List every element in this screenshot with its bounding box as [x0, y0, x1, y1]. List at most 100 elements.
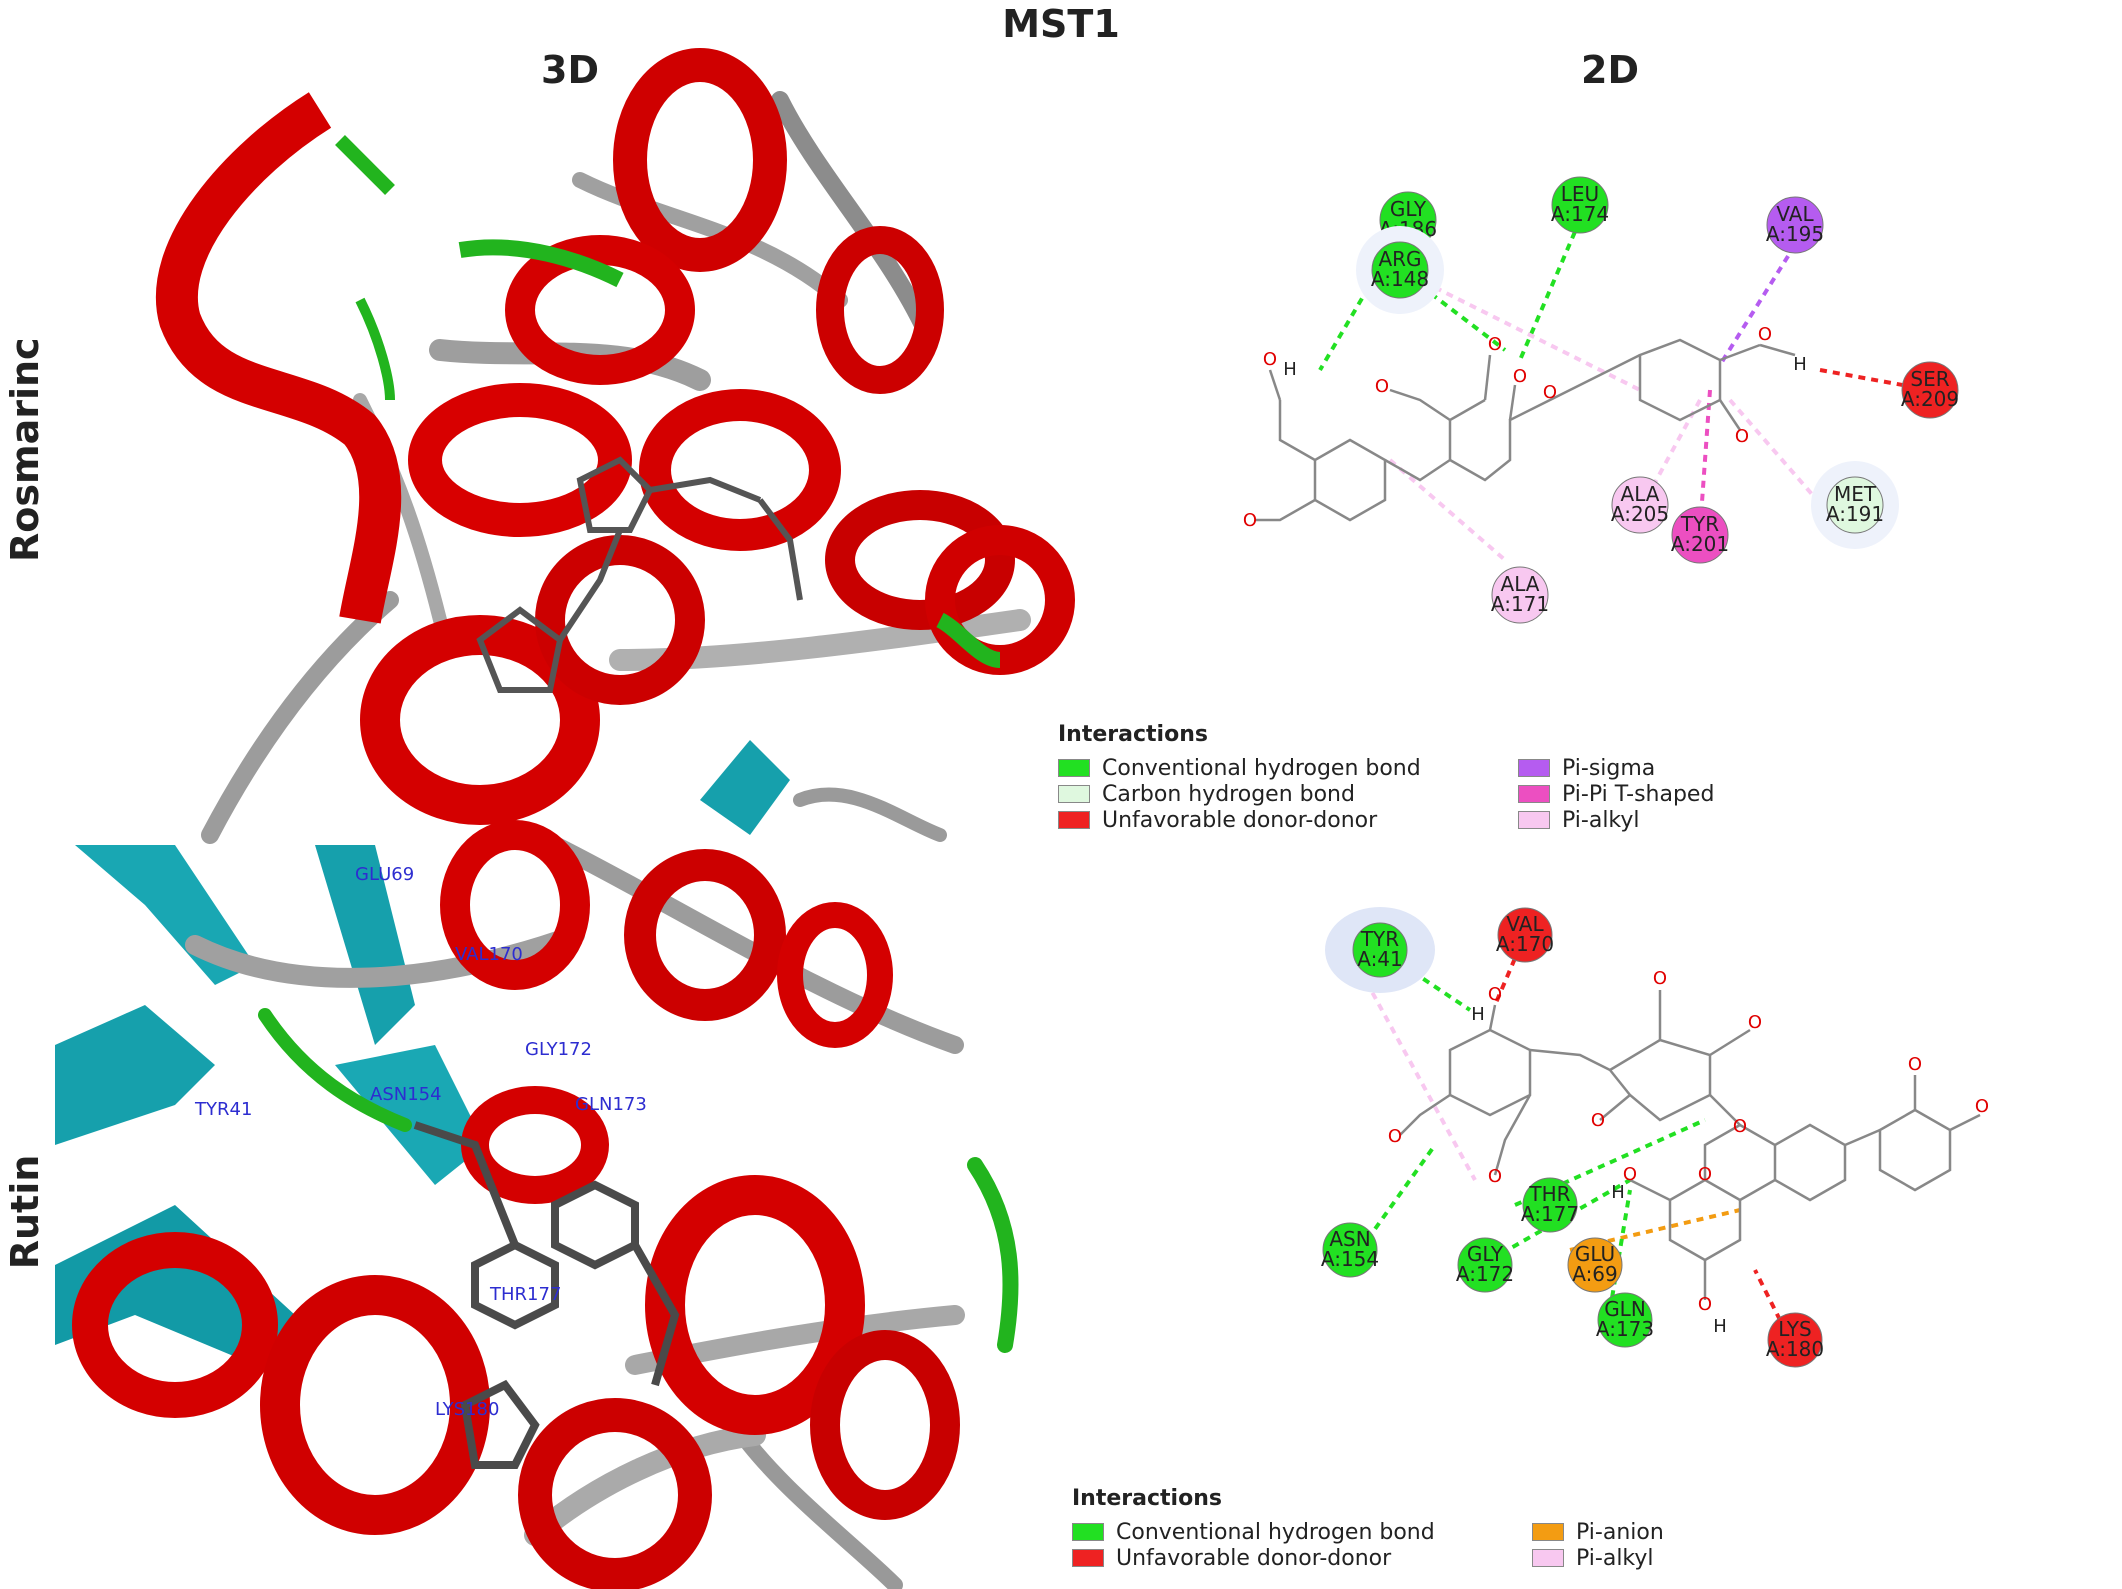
rosmarinic-molecule	[1255, 338, 1796, 522]
column-title-2d: 2D	[1581, 48, 1639, 92]
residue-id: A:173	[1596, 1317, 1654, 1341]
residue-id: A:174	[1551, 202, 1609, 226]
hydrogen-atom-label: H	[1611, 1182, 1625, 1203]
legend-label: Unfavorable donor-donor	[1116, 1545, 1392, 1571]
hydrogen-atom-label: H	[1471, 1004, 1485, 1025]
oxygen-atom-label: O	[1698, 1294, 1712, 1315]
residue-name: GLY	[1467, 1242, 1504, 1266]
legend-label: Conventional hydrogen bond	[1102, 755, 1421, 781]
residue-name: ASN	[1329, 1227, 1370, 1251]
residue-name: ALA	[1501, 572, 1540, 596]
oxygen-atom-label: O	[1488, 1166, 1502, 1187]
oxygen-atom-label: O	[1908, 1054, 1922, 1075]
column-title-3d: 3D	[541, 48, 599, 92]
hydrogen-atom-label: H	[1283, 359, 1297, 380]
legend-swatch	[1532, 1523, 1564, 1541]
oxygen-atom-label: O	[1388, 1126, 1402, 1147]
residue-id: A:69	[1572, 1262, 1618, 1286]
residue-label-3d: LYS180	[435, 1399, 499, 1420]
rutin-molecule	[1399, 990, 1981, 1300]
residue-name: TYR	[1360, 927, 1399, 951]
legend-label: Pi-alkyl	[1562, 807, 1640, 833]
residue-name: GLN	[1604, 1297, 1646, 1321]
legend-swatch	[1058, 811, 1090, 829]
oxygen-atom-label: O	[1375, 376, 1389, 397]
legend-item-conventional-hbond: Conventional hydrogen bond	[1058, 755, 1518, 781]
row-label-rosmarinic: Rosmarinc	[3, 337, 47, 562]
rosmarinic-residues: GLYA:186ARGA:148LEUA:174VALA:195SERA:209…	[1356, 176, 1959, 624]
legend-label: Conventional hydrogen bond	[1116, 1519, 1435, 1545]
residue-id: A:171	[1491, 592, 1549, 616]
residue-id: A:205	[1611, 502, 1669, 526]
residue-name: ALA	[1621, 482, 1660, 506]
turn-segments	[335, 135, 1002, 668]
legend-swatch	[1058, 785, 1090, 803]
legend-swatch	[1532, 1549, 1564, 1567]
legend-swatch	[1518, 759, 1550, 777]
oxygen-atom-label: O	[1748, 1012, 1762, 1033]
row-label-rutin: Rutin	[3, 1154, 47, 1270]
residue-label-3d: THR177	[489, 1284, 561, 1305]
ligand-sticks	[413, 1121, 680, 1469]
residue-id: A:172	[1456, 1262, 1514, 1286]
oxygen-atom-label: O	[1735, 426, 1749, 447]
residue-name: VAL	[1776, 202, 1814, 226]
residue-label-3d: GLN173	[575, 1094, 647, 1115]
legend-label: Carbon hydrogen bond	[1102, 781, 1355, 807]
legend-swatch	[1058, 759, 1090, 777]
oxygen-atom-label: O	[1488, 334, 1502, 355]
sheet-fragment	[700, 740, 790, 835]
residue-label-3d: GLY172	[525, 1039, 592, 1060]
legend-item-pi-alkyl: Pi-alkyl	[1518, 807, 1818, 833]
residue-id: A:191	[1826, 502, 1884, 526]
residue-id: A:177	[1521, 1202, 1579, 1226]
legend-item-pi-pi-tshaped: Pi-Pi T-shaped	[1518, 781, 1818, 807]
oxygen-atom-label: O	[1975, 1096, 1989, 1117]
legend-item-conventional-hbond: Conventional hydrogen bond	[1072, 1519, 1532, 1545]
oxygen-atom-label: O	[1698, 1164, 1712, 1185]
rutin-3d-ribbons: GLU69VAL170TYR41ASN154GLY172GLN173THR177…	[55, 820, 1040, 1589]
residue-name: TYR	[1680, 512, 1719, 536]
oxygen-atom-label: O	[1513, 366, 1527, 387]
ligand-sticks	[476, 456, 803, 693]
legend-item-pi-anion: Pi-anion	[1532, 1519, 1832, 1545]
residue-name: ARG	[1378, 247, 1421, 271]
residue-id: A:209	[1901, 387, 1959, 411]
hydrogen-atom-label: H	[1793, 354, 1807, 375]
residue-name: SER	[1910, 367, 1949, 391]
residue-id: A:195	[1766, 222, 1824, 246]
rutin-residues: TYRA:41VALA:170ASNA:154THRA:177GLYA:172G…	[1321, 907, 1824, 1368]
legend-item-pi-alkyl: Pi-alkyl	[1532, 1545, 1832, 1571]
figure-title: MST1	[1002, 2, 1120, 46]
oxygen-atom-label: O	[1488, 984, 1502, 1005]
residue-name: LEU	[1561, 182, 1599, 206]
residue-id: A:201	[1671, 532, 1729, 556]
legend-swatch	[1072, 1523, 1104, 1541]
residue-name: GLY	[1390, 197, 1427, 221]
legend-title: Interactions	[1072, 1486, 1222, 1511]
oxygen-atom-label: O	[1758, 324, 1772, 345]
residue-name: LYS	[1778, 1317, 1811, 1341]
residue-id: A:180	[1766, 1337, 1824, 1361]
residue-id: A:154	[1321, 1247, 1379, 1271]
